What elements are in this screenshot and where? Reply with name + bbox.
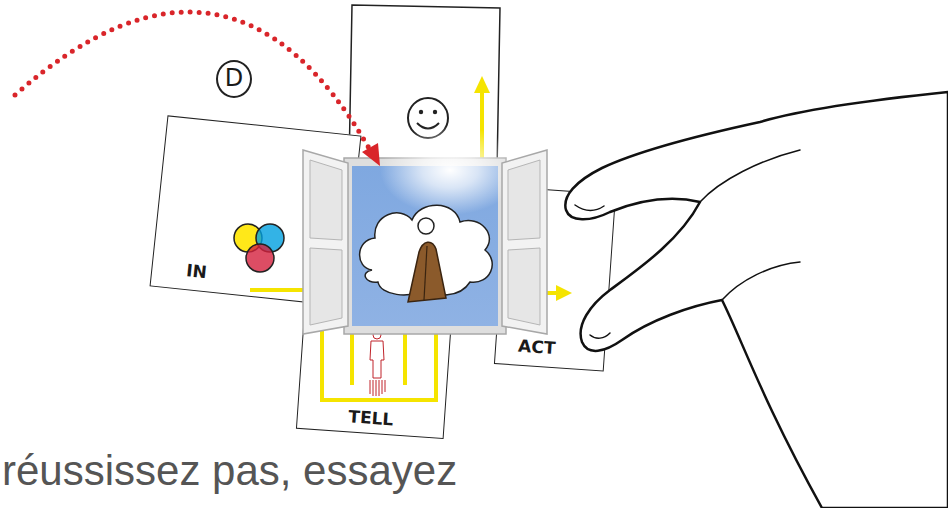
- callout-circle: D: [216, 60, 252, 98]
- top-card: [349, 5, 500, 170]
- tell-card: TELL: [296, 307, 452, 439]
- hand: [565, 92, 948, 508]
- arrow-head: [474, 76, 490, 93]
- smiley-icon: [408, 98, 448, 138]
- caption-fragment: réussissez pas, essayez: [2, 446, 457, 496]
- card-label: ACT: [517, 337, 556, 359]
- act-card: ACT: [494, 186, 616, 371]
- callout-letter: D: [225, 65, 243, 93]
- in-card: IN: [150, 115, 362, 306]
- card-label: IN: [185, 262, 207, 284]
- card-label: TELL: [348, 408, 394, 431]
- arrow-head: [362, 143, 380, 166]
